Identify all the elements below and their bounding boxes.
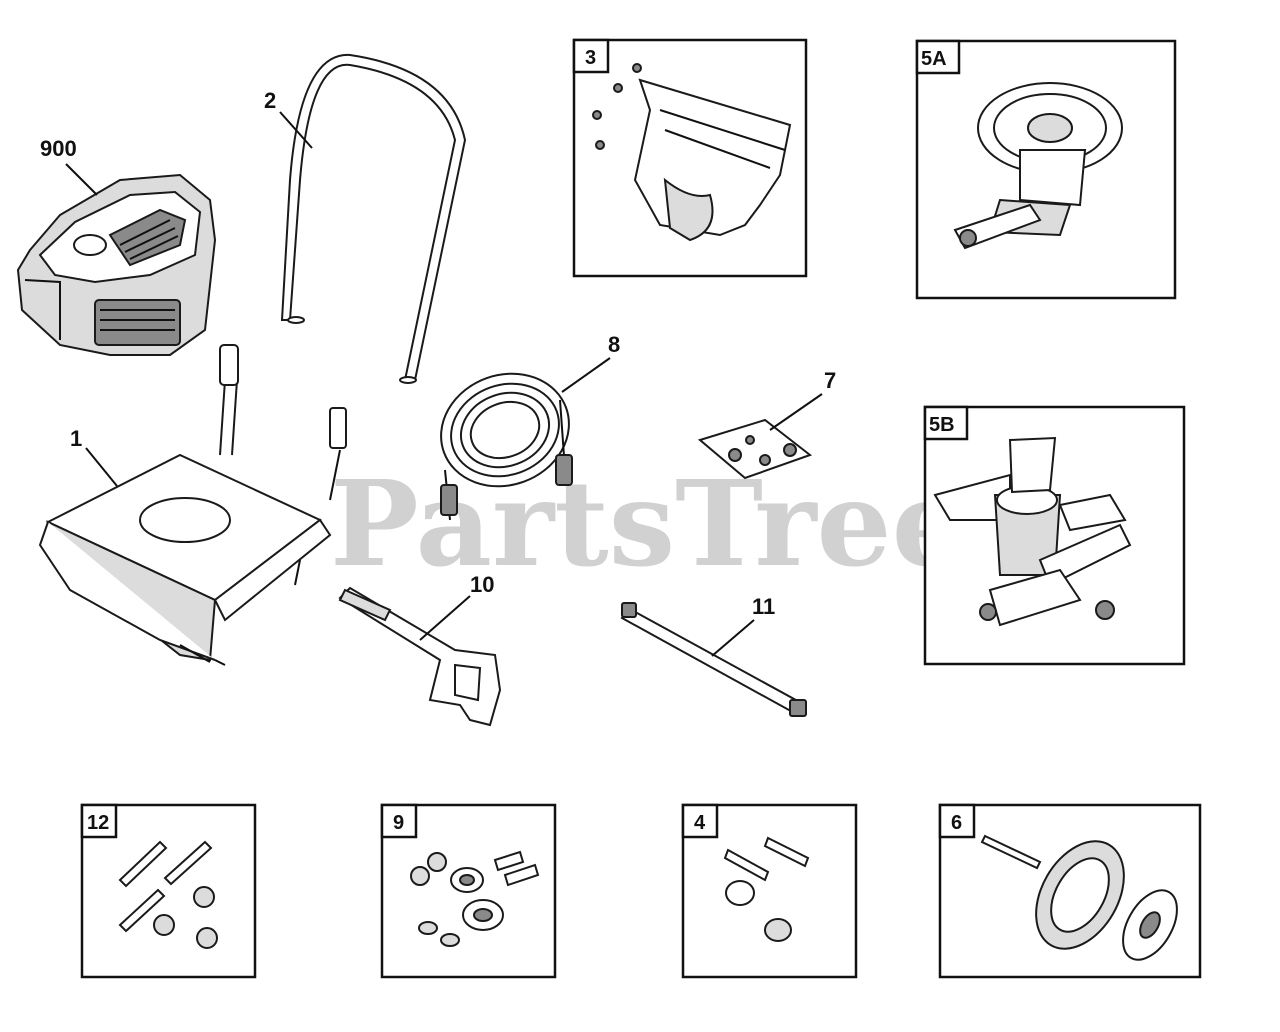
box-6-label: 6: [951, 812, 962, 834]
watermark: PartsTree TM: [330, 440, 967, 593]
watermark-text: PartsTree: [330, 454, 967, 593]
box-5a-label: 5A: [921, 48, 947, 70]
box-3-label: 3: [585, 47, 596, 69]
box-12[interactable]: 12: [80, 803, 257, 979]
frame-part[interactable]: [38, 344, 347, 666]
box-6[interactable]: 6: [938, 803, 1202, 979]
leader-gun: [419, 595, 471, 641]
spray-gun-part[interactable]: [338, 586, 502, 727]
callout-kit: 7: [824, 368, 836, 393]
box-3[interactable]: 3: [572, 38, 808, 278]
box-4-label: 4: [694, 812, 706, 834]
box-4[interactable]: 4: [681, 803, 858, 979]
box-5b-label: 5B: [929, 414, 955, 436]
callout-frame: 1: [70, 426, 82, 451]
callout-gun: 10: [470, 572, 494, 597]
leader-wand: [711, 619, 755, 657]
leader-engine: [65, 163, 98, 196]
callout-handle: 2: [264, 88, 276, 113]
box-12-label: 12: [87, 812, 109, 834]
wand-part[interactable]: [620, 602, 807, 717]
box-9[interactable]: 9: [380, 803, 557, 979]
box-9-label: 9: [393, 812, 404, 834]
leader-frame: [85, 447, 118, 487]
engine-part[interactable]: [16, 173, 217, 356]
callout-engine: 900: [40, 136, 77, 161]
kit-part[interactable]: [697, 418, 813, 480]
leader-handle: [279, 111, 313, 149]
handle-part[interactable]: [280, 53, 467, 384]
box-5a[interactable]: 5A: [915, 39, 1177, 300]
leader-hose: [561, 357, 611, 393]
callout-hose: 8: [608, 332, 620, 357]
callout-wand: 11: [752, 594, 775, 619]
leader-kit: [769, 393, 823, 431]
box-5b[interactable]: 5B: [923, 405, 1186, 666]
hose-part[interactable]: [425, 356, 585, 521]
